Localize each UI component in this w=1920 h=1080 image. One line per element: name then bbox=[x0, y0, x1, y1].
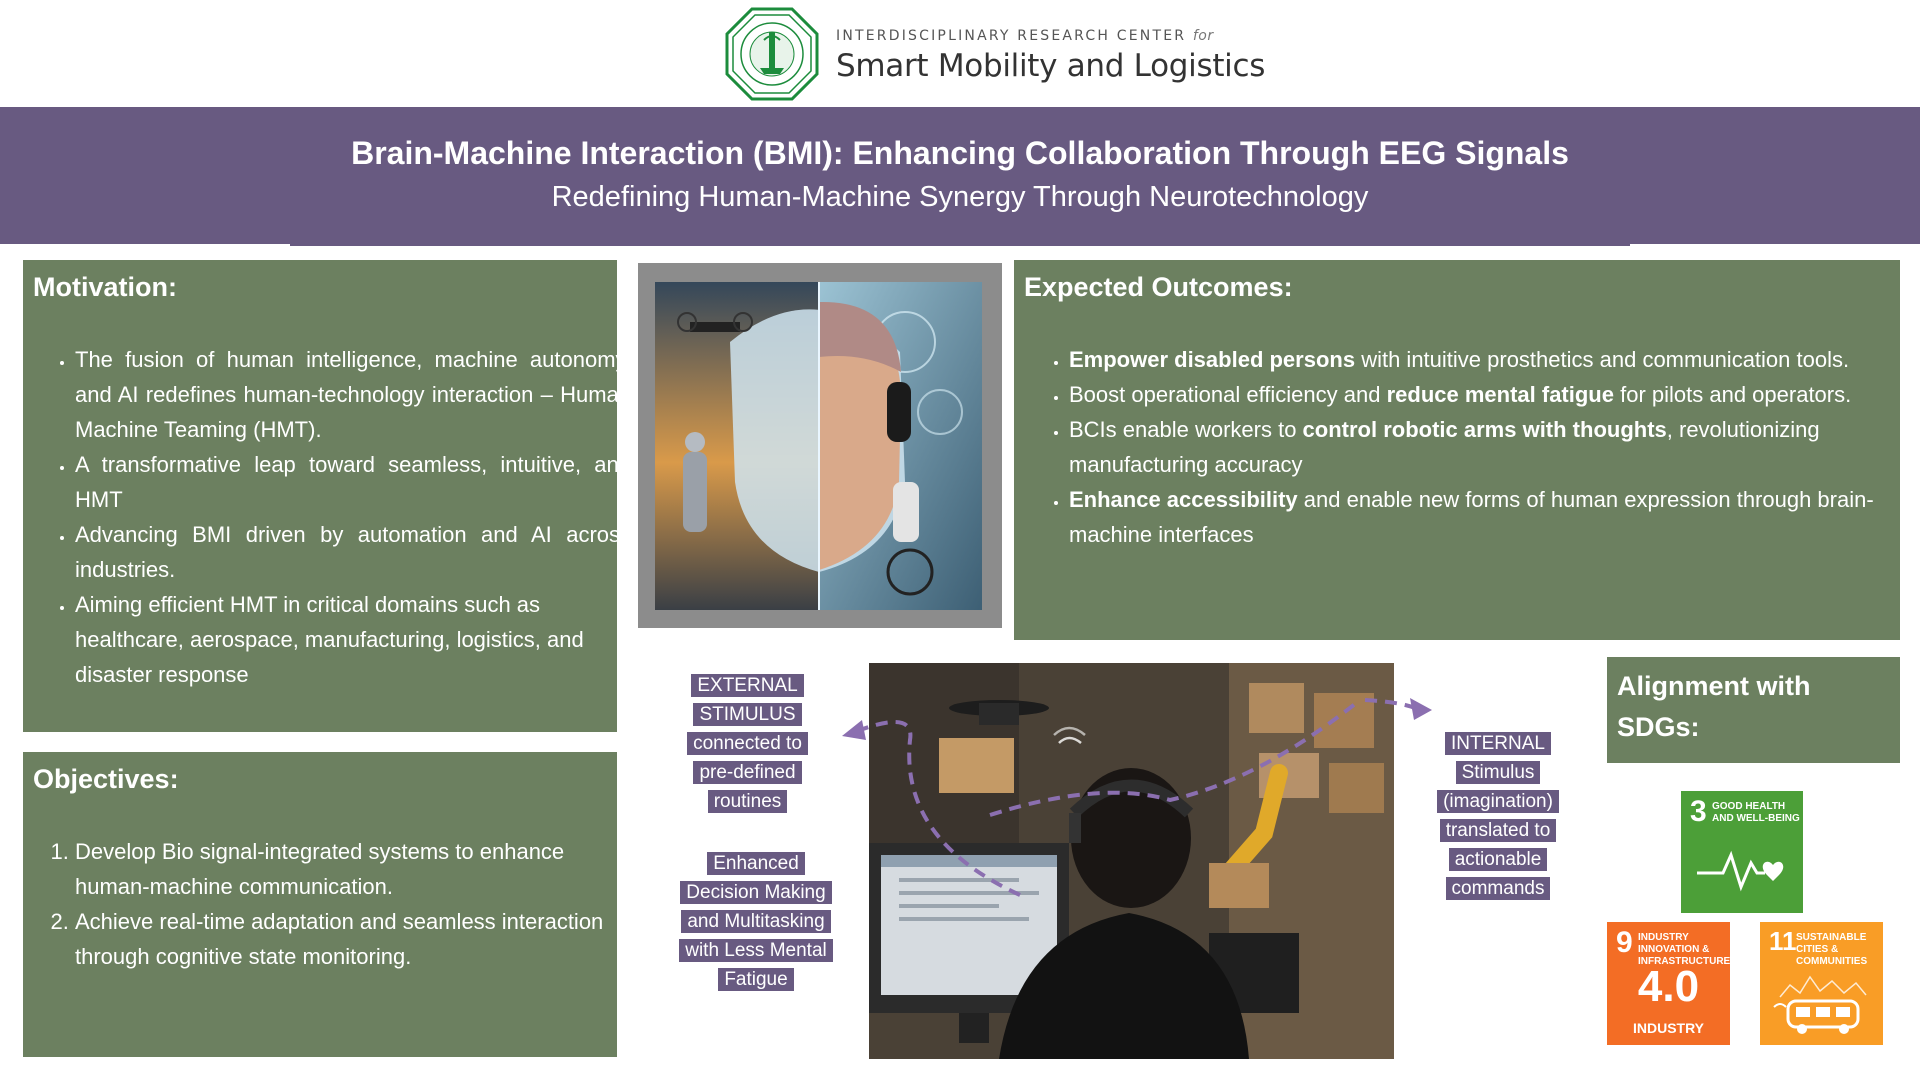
list-item: Enhance accessibility and enable new for… bbox=[1069, 482, 1899, 552]
emphasis-text: control robotic arms with thoughts bbox=[1302, 417, 1667, 442]
objectives-heading: Objectives: bbox=[33, 764, 179, 794]
industry-mark: 4.0 bbox=[1637, 962, 1700, 1011]
enhanced-decision-label: Enhanced Decision Making and Multitaskin… bbox=[666, 849, 846, 994]
internal-stimulus-label: INTERNAL Stimulus (imagination) translat… bbox=[1420, 729, 1576, 903]
center-name-for: for bbox=[1192, 28, 1214, 44]
sdg-11-tile: 11 SUSTAINABLE CITIES & COMMUNITIES bbox=[1760, 922, 1883, 1045]
signal-arrows bbox=[842, 698, 1432, 897]
motivation-heading: Motivation: bbox=[33, 272, 177, 302]
list-item: Develop Bio signal-integrated systems to… bbox=[75, 834, 615, 904]
brain-image-frame bbox=[638, 263, 1002, 628]
list-item: Aiming efficient HMT in critical domains… bbox=[75, 587, 631, 692]
human-machine-illustration bbox=[655, 282, 982, 610]
list-item: A transformative leap toward seamless, i… bbox=[75, 447, 631, 517]
objectives-panel: Objectives: Develop Bio signal-integrate… bbox=[23, 752, 617, 1057]
title-banner: Brain-Machine Interaction (BMI): Enhanci… bbox=[0, 107, 1920, 244]
center-logo: INTERDISCIPLINARY RESEARCH CENTER for Sm… bbox=[724, 6, 1444, 106]
list-item: Boost operational efficiency and reduce … bbox=[1069, 377, 1899, 412]
eeg-operator-photo bbox=[869, 663, 1394, 1059]
center-name-small: INTERDISCIPLINARY RESEARCH CENTER bbox=[836, 28, 1187, 44]
center-name: Smart Mobility and Logistics bbox=[836, 48, 1266, 84]
emphasis-text: reduce mental fatigue bbox=[1386, 382, 1614, 407]
outcomes-heading: Expected Outcomes: bbox=[1024, 272, 1293, 302]
sdg-panel: Alignment with SDGs: bbox=[1607, 657, 1900, 763]
heartbeat-icon bbox=[1697, 850, 1784, 892]
emphasis-text: Empower disabled persons bbox=[1069, 347, 1356, 372]
sdg-3-tile: 3 GOOD HEALTH AND WELL-BEING bbox=[1681, 791, 1803, 913]
emphasis-text: Enhance accessibility bbox=[1069, 487, 1298, 512]
list-item: Empower disabled persons with intuitive … bbox=[1069, 342, 1899, 377]
list-item: The fusion of human intelligence, machin… bbox=[75, 342, 631, 447]
industry-word: INDUSTRY bbox=[1632, 1020, 1705, 1036]
poster-subtitle: Redefining Human-Machine Synergy Through… bbox=[551, 181, 1369, 213]
smart-city-bus-icon bbox=[1773, 975, 1867, 1034]
list-item: BCIs enable workers to control robotic a… bbox=[1069, 412, 1899, 482]
list-item: Achieve real-time adaptation and seamles… bbox=[75, 904, 615, 974]
banner-underline bbox=[290, 242, 1630, 246]
motivation-panel: Motivation: The fusion of human intellig… bbox=[23, 260, 631, 732]
motivation-list: The fusion of human intelligence, machin… bbox=[75, 342, 631, 692]
list-item: Advancing BMI driven by automation and A… bbox=[75, 517, 631, 587]
external-stimulus-label: EXTERNAL STIMULUS connected to pre-defin… bbox=[670, 671, 825, 816]
poster-title: Brain-Machine Interaction (BMI): Enhanci… bbox=[351, 135, 1569, 171]
objectives-list: Develop Bio signal-integrated systems to… bbox=[75, 834, 615, 974]
outcomes-list: Empower disabled persons with intuitive … bbox=[1069, 342, 1899, 552]
sdg-9-tile: 9 INDUSTRY INNOVATION & INFRASTRUCTURE 4… bbox=[1607, 922, 1730, 1045]
university-seal-icon bbox=[725, 7, 819, 101]
sdg-heading: Alignment with SDGs: bbox=[1617, 671, 1811, 742]
outcomes-panel: Expected Outcomes: Empower disabled pers… bbox=[1014, 260, 1900, 640]
